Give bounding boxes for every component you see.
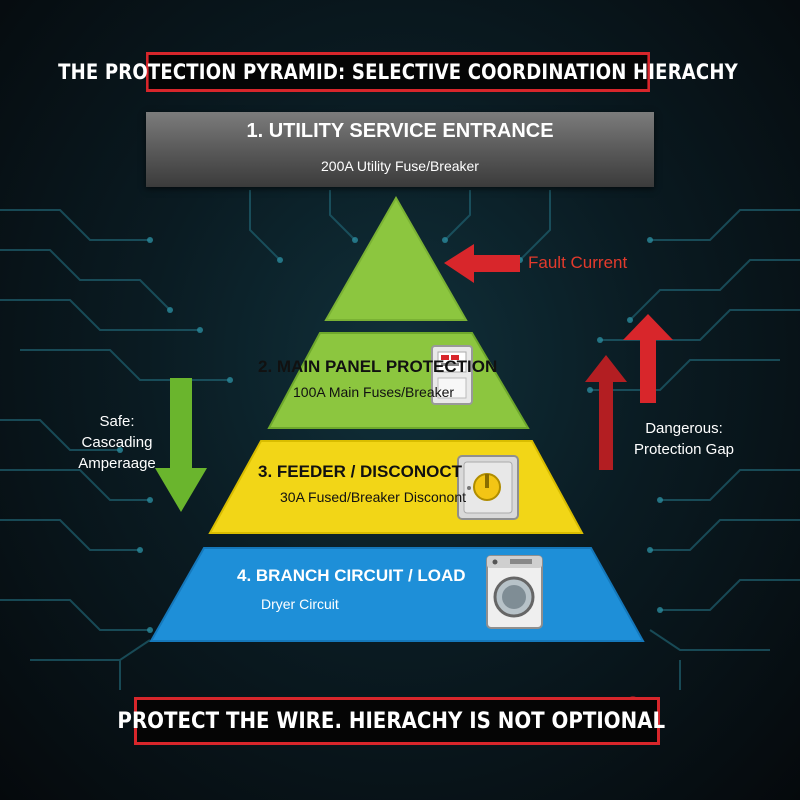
danger-label: Dangerous: Protection Gap: [633, 420, 735, 458]
level-2-subtitle: 100A Main Fuses/Breaker: [293, 384, 455, 400]
disconnect-switch-icon: [457, 455, 519, 520]
fault-current-arrow: [444, 244, 520, 283]
pyramid-tier-main-panel: [267, 332, 530, 429]
pyramid-tier-feeder: [208, 440, 584, 534]
electrical-panel-icon: [431, 345, 473, 405]
danger-up-arrow-back: [585, 355, 627, 470]
pyramid-tier-branch: [149, 547, 645, 642]
level-3-title: 3. FEEDER / DISCONOCT: [258, 462, 463, 481]
danger-up-arrow-front: [623, 314, 673, 403]
safe-label: Safe: Cascading Amperaage: [78, 413, 156, 472]
level-1-title: 1. UTILITY SERVICE ENTRANCE: [246, 120, 554, 142]
washing-machine-icon: [486, 555, 543, 629]
level-2-title: 2. MAIN PANEL PROTECTION: [258, 357, 498, 376]
level-4-subtitle: Dryer Circuit: [261, 596, 339, 612]
pyramid-apex: [324, 195, 468, 321]
footer-banner: PROTECT THE WIRE. HIERACHY IS NOT OPTION…: [117, 697, 665, 745]
safe-down-arrow: [155, 378, 207, 512]
level-4-title: 4. BRANCH CIRCUIT / LOAD: [237, 566, 466, 585]
utility-service-bar: [146, 112, 654, 187]
level-3-subtitle: 30A Fused/Breaker Disconont: [280, 489, 466, 505]
fault-current-label: Fault Current: [528, 253, 628, 272]
footer-text: PROTECT THE WIRE. HIERACHY IS NOT OPTION…: [117, 708, 665, 734]
level-1-subtitle: 200A Utility Fuse/Breaker: [321, 158, 479, 174]
page-title: THE PROTECTION PYRAMID: SELECTIVE COORDI…: [58, 52, 738, 92]
